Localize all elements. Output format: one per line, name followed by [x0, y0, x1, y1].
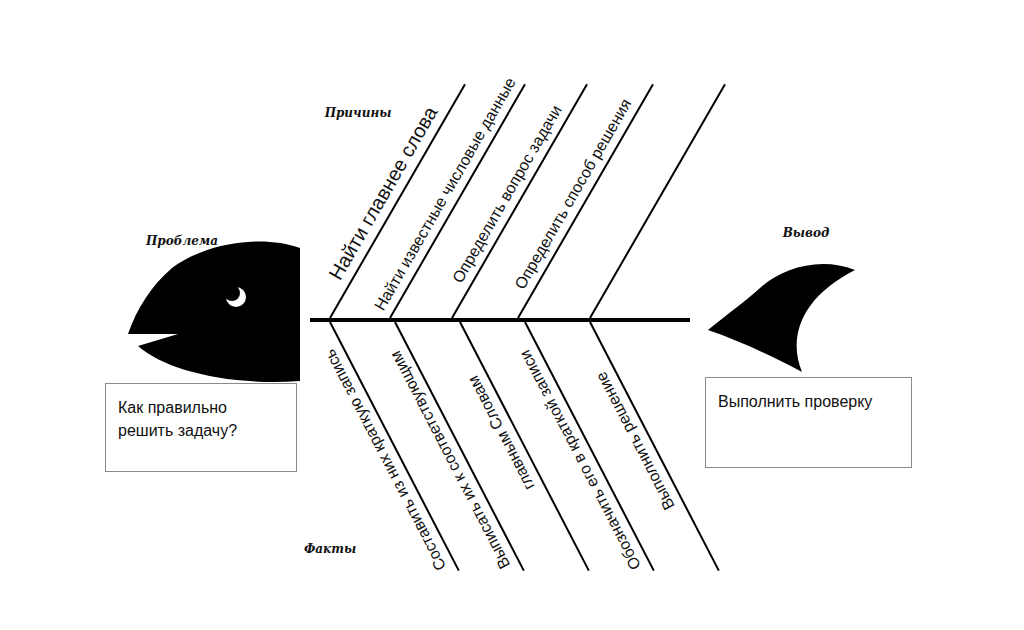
problem-box: Как правильно решить задачу?: [105, 383, 297, 472]
section-heading: Проблема: [146, 234, 218, 248]
fish-eye-pupil: [224, 285, 240, 301]
fact-text: Составить из них краткую запись: [320, 347, 450, 575]
fish-head: [128, 241, 300, 382]
section-heading: Факты: [304, 542, 356, 556]
section-heading: Вывод: [783, 226, 830, 240]
cause-text: Определить вопрос задачи: [448, 101, 566, 286]
cause-text: Определить способ решения: [510, 95, 635, 292]
fact-text: Выписать их к соответствующим: [386, 348, 515, 572]
fish-tail: [708, 264, 855, 372]
node-text: Выполнить проверку: [718, 390, 899, 413]
node-text: Как правильно решить задачу?: [118, 396, 284, 442]
fact-text: Обозначить его в краткой записи: [515, 347, 645, 573]
conclusion-box: Выполнить проверку: [705, 377, 912, 468]
cause-text: Найти главнее слова: [323, 102, 442, 284]
fish-spine: [310, 318, 690, 322]
section-heading: Причины: [325, 106, 392, 120]
